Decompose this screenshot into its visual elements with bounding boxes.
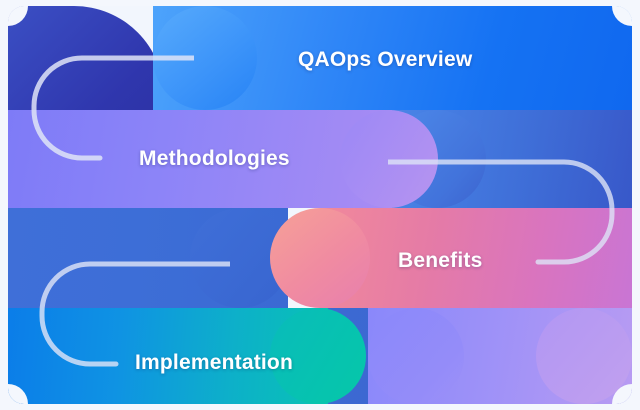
row-implementation-pill-cap <box>270 308 366 404</box>
row-implementation-label: Implementation <box>135 351 293 374</box>
row-methodologies-pill-cap <box>340 110 438 208</box>
infographic-card: QAOps Overview Methodologies Benefits Im… <box>8 6 632 404</box>
row-methodologies-label: Methodologies <box>139 147 290 170</box>
corner-mask-bottom-right <box>612 384 632 404</box>
row-benefits-pill-cap <box>270 208 370 308</box>
decorative-lavender-pill-cap-right <box>536 308 632 404</box>
decorative-lavender-pill-cap-left <box>368 308 464 404</box>
row-overview-pill-cap <box>153 6 257 110</box>
row-benefits-label: Benefits <box>398 249 483 272</box>
row-overview-label: QAOps Overview <box>298 48 473 71</box>
